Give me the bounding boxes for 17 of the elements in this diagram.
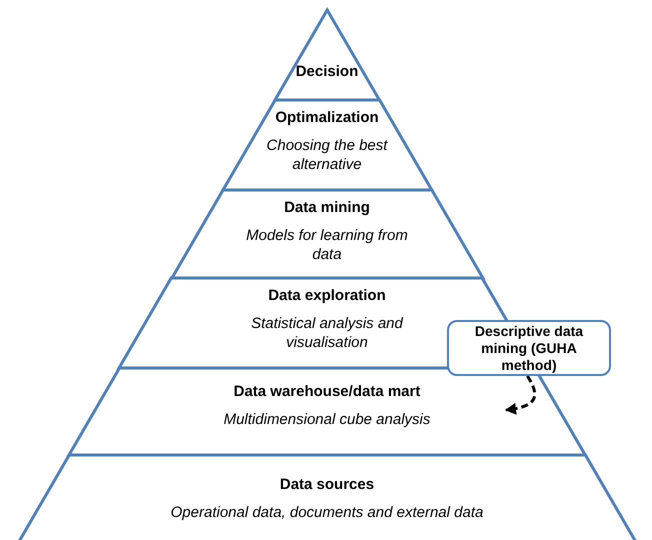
- layer-title: Data sources: [278, 475, 376, 494]
- pyramid-layer: [272, 8, 382, 102]
- layer-description: Models for learning from data: [245, 226, 409, 264]
- layer-title: Data warehouse/data mart: [232, 382, 422, 401]
- layer-title: Optimalization: [274, 108, 380, 127]
- layer-description: Statistical analysis and visualisation: [250, 314, 404, 352]
- layer-description: Multidimensional cube analysis: [222, 410, 432, 429]
- layer-description: Operational data, documents and external data: [170, 503, 484, 522]
- layer-title: Data exploration: [267, 286, 387, 305]
- layer-description: Choosing the best alternative: [266, 136, 389, 174]
- pyramid-layer: [168, 188, 486, 280]
- layer-title: Data mining: [283, 198, 371, 217]
- layer-title: Decision: [294, 62, 360, 81]
- arrow: [505, 375, 536, 415]
- callout-text: Descriptive data mining (GUHA method): [474, 322, 584, 374]
- pyramid-layer: [220, 98, 434, 192]
- callout-tooltip: [447, 320, 611, 376]
